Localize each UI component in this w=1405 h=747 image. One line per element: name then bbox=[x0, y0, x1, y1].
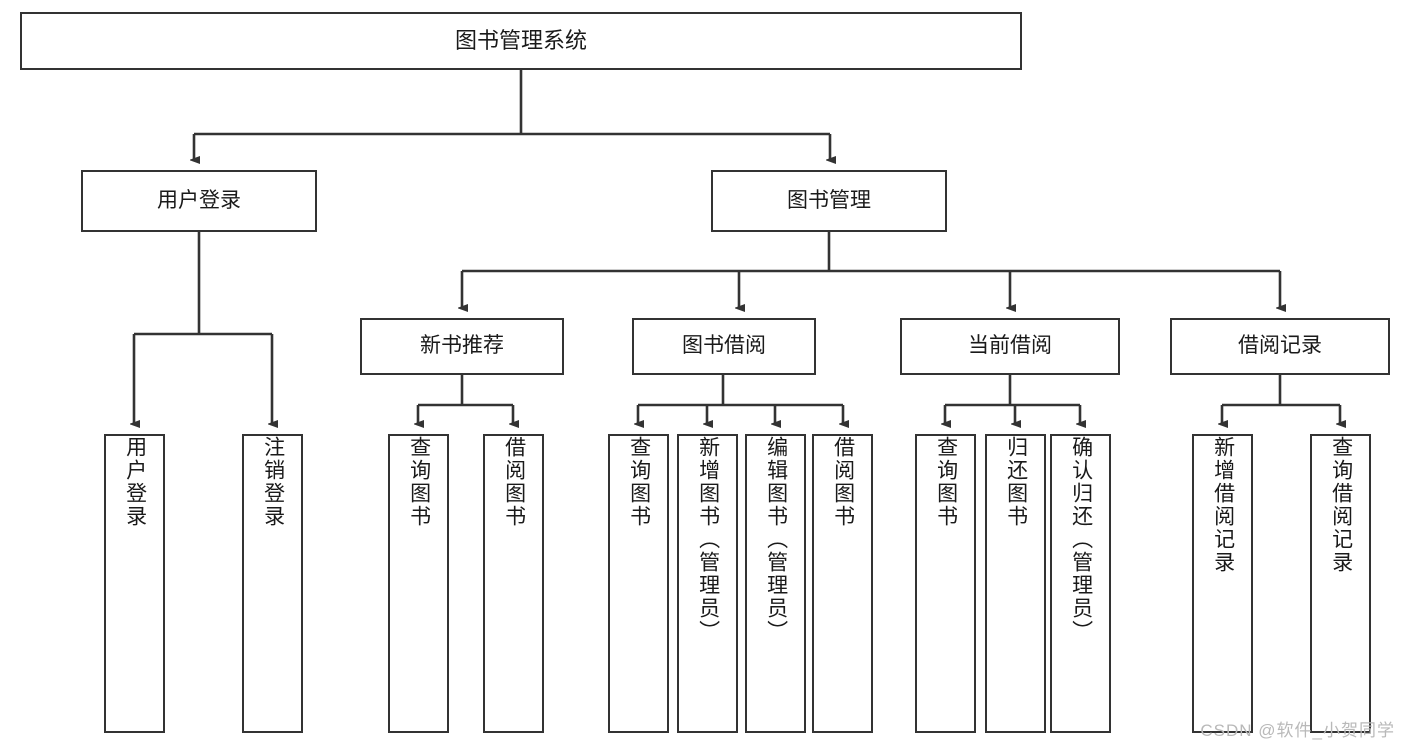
node-borrow-record[interactable]: 借阅记录 bbox=[1170, 318, 1390, 375]
node-label: 注销登录 bbox=[261, 436, 285, 528]
leaf-record-add-record[interactable]: 新增借阅记录 bbox=[1192, 434, 1253, 733]
leaf-borrow-add-book[interactable]: 新增图书（管理员） bbox=[677, 434, 738, 733]
leaf-borrow-borrow-book[interactable]: 借阅图书 bbox=[812, 434, 873, 733]
node-label: 查询图书 bbox=[627, 436, 651, 528]
node-current-borrow[interactable]: 当前借阅 bbox=[900, 318, 1120, 375]
leaf-recommend-query-book[interactable]: 查询图书 bbox=[388, 434, 449, 733]
node-root-system[interactable]: 图书管理系统 bbox=[20, 12, 1022, 70]
node-label: 确认归还（管理员） bbox=[1069, 436, 1093, 643]
leaf-borrow-edit-book[interactable]: 编辑图书（管理员） bbox=[745, 434, 806, 733]
leaf-current-return-book[interactable]: 归还图书 bbox=[985, 434, 1046, 733]
node-label: 用户登录 bbox=[123, 436, 147, 528]
node-user-login[interactable]: 用户登录 bbox=[81, 170, 317, 232]
node-label: 新书推荐 bbox=[420, 334, 504, 358]
leaf-user-login-signout[interactable]: 注销登录 bbox=[242, 434, 303, 733]
node-label: 归还图书 bbox=[1004, 436, 1028, 528]
leaf-borrow-query-book[interactable]: 查询图书 bbox=[608, 434, 669, 733]
node-label: 借阅图书 bbox=[831, 436, 855, 528]
node-label: 借阅图书 bbox=[502, 436, 526, 528]
node-label: 借阅记录 bbox=[1238, 334, 1322, 358]
leaf-user-login-signin[interactable]: 用户登录 bbox=[104, 434, 165, 733]
node-label: 编辑图书（管理员） bbox=[764, 436, 788, 643]
node-label: 查询图书 bbox=[407, 436, 431, 528]
node-label: 图书借阅 bbox=[682, 334, 766, 358]
node-label: 图书管理 bbox=[787, 188, 871, 212]
csdn-watermark: CSDN @软件_小贺同学 bbox=[1200, 721, 1395, 740]
node-label: 图书管理系统 bbox=[454, 28, 587, 54]
node-label: 查询图书 bbox=[934, 436, 958, 528]
leaf-current-query-book[interactable]: 查询图书 bbox=[915, 434, 976, 733]
node-new-book-recommend[interactable]: 新书推荐 bbox=[360, 318, 564, 375]
leaf-current-confirm-return[interactable]: 确认归还（管理员） bbox=[1050, 434, 1111, 733]
node-book-borrow[interactable]: 图书借阅 bbox=[632, 318, 816, 375]
node-label: 新增借阅记录 bbox=[1211, 436, 1235, 574]
node-label: 新增图书（管理员） bbox=[696, 436, 720, 643]
node-book-management[interactable]: 图书管理 bbox=[711, 170, 947, 232]
leaf-record-query-record[interactable]: 查询借阅记录 bbox=[1310, 434, 1371, 733]
node-label: 当前借阅 bbox=[968, 334, 1052, 358]
leaf-recommend-borrow-book[interactable]: 借阅图书 bbox=[483, 434, 544, 733]
node-label: 用户登录 bbox=[157, 188, 241, 212]
node-label: 查询借阅记录 bbox=[1329, 436, 1353, 574]
